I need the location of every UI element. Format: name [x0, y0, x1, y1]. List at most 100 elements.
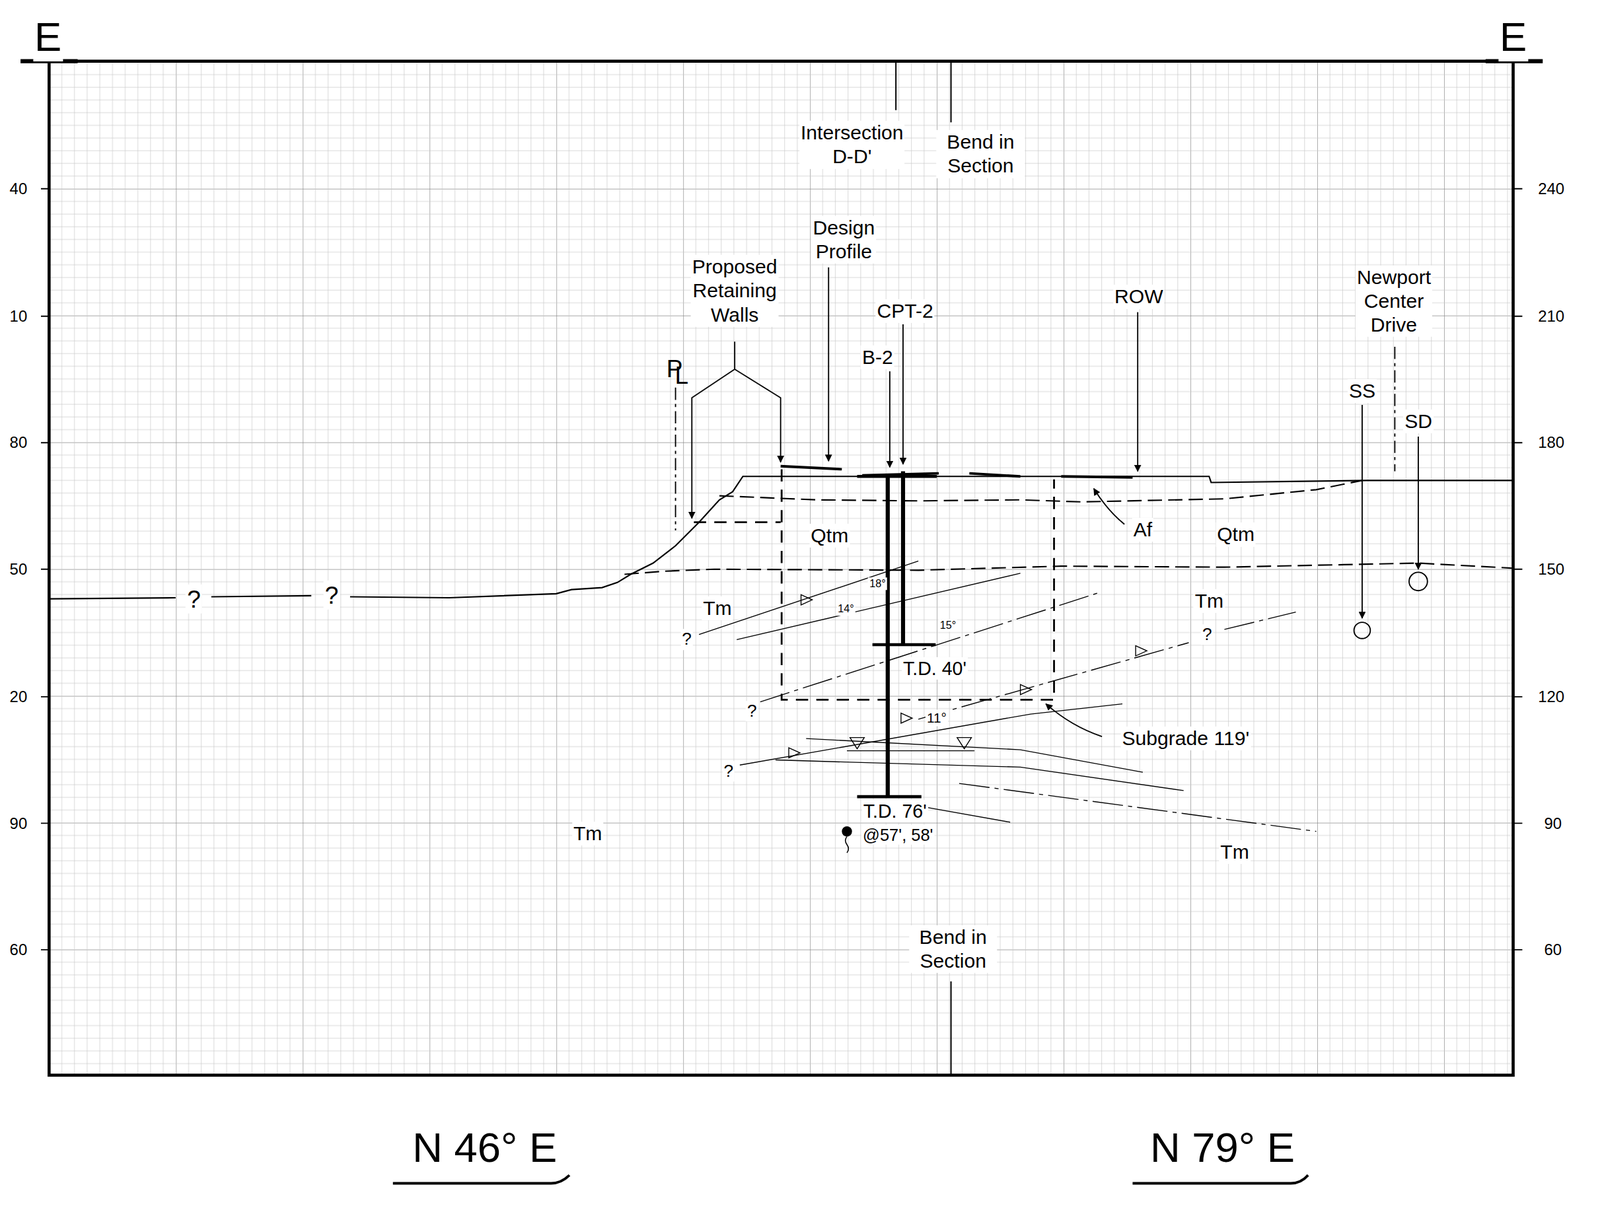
bearing-underlines — [393, 1175, 1309, 1184]
elevation-number: 10 — [8, 306, 30, 326]
utility-label: SS — [1347, 379, 1377, 403]
subgrade-label: Subgrade 119' — [1121, 726, 1252, 751]
property-line-symbol: L — [673, 360, 691, 390]
drawing-stroke — [698, 560, 919, 635]
drawing-stroke — [801, 594, 813, 605]
dip-angle: 11° — [925, 710, 948, 727]
dip-angle: 14° — [836, 602, 856, 616]
unit-label: Qtm — [809, 523, 850, 548]
drawing-stroke — [393, 1175, 570, 1184]
drawing-stroke — [734, 369, 781, 463]
intersection-label: Intersection D-D' — [799, 120, 906, 169]
elevation-number: 50 — [8, 560, 30, 580]
elevation-number: 210 — [1536, 306, 1566, 326]
profile-label: Design Profile — [811, 216, 877, 264]
grid — [48, 61, 1513, 1076]
query-mark: ? — [1200, 624, 1214, 646]
drawing-stroke — [48, 61, 1513, 1076]
street-label: Newport Center Drive — [1355, 264, 1433, 337]
elevation-number: 20 — [8, 687, 30, 707]
drawing-stroke — [918, 612, 1296, 720]
drawing-stroke — [736, 573, 1020, 640]
elevation-number: 60 — [8, 940, 30, 960]
drawing-stroke — [48, 61, 1513, 1076]
drawing-stroke — [856, 476, 937, 797]
query-mark: ? — [745, 700, 759, 723]
unit-label: Af — [1132, 517, 1154, 542]
drawing-stroke — [957, 737, 972, 750]
unit-label: Tm — [1218, 840, 1250, 865]
query-mark: ? — [185, 583, 203, 614]
drawing-stroke — [902, 324, 904, 465]
drawing-stroke — [959, 783, 1317, 832]
drawing-stroke — [691, 341, 735, 518]
drawing-stroke — [1393, 346, 1396, 472]
drawing-stroke — [719, 480, 1363, 502]
elevation-number: 150 — [1536, 560, 1566, 580]
dip-angle: 15° — [938, 618, 958, 632]
boring-label: B-2 — [860, 345, 895, 370]
drawing-stroke — [1417, 436, 1419, 570]
drawing-stroke — [788, 747, 800, 758]
unit-label: Tm — [1193, 589, 1225, 614]
query-mark: ? — [323, 580, 341, 610]
drawing-stroke — [675, 387, 677, 531]
seepage-depth: @57', 58' — [861, 824, 935, 845]
elevation-number: 90 — [1543, 813, 1564, 834]
borings — [856, 471, 937, 798]
drawing-stroke — [1354, 622, 1371, 639]
drawing-stroke — [1135, 646, 1147, 656]
drawing-stroke — [846, 750, 975, 752]
drawing-stroke — [887, 471, 904, 798]
utility-label: SD — [1403, 409, 1434, 434]
geologic-contacts — [624, 480, 1513, 575]
frame — [20, 61, 1543, 1076]
elevation-number: 90 — [8, 813, 30, 834]
drawing-stroke — [1020, 684, 1032, 695]
drawing-stroke — [624, 563, 1513, 575]
query-mark: ? — [722, 761, 736, 783]
drawing-stroke — [827, 267, 830, 462]
bearing-label: N 46° E — [410, 1123, 559, 1174]
dip-angle: 18° — [868, 577, 888, 590]
bedding-lines — [698, 560, 1316, 832]
bend-label: Bend in Section — [909, 924, 998, 973]
unit-label: Tm — [572, 821, 604, 846]
drawing-stroke — [1045, 704, 1102, 737]
drawing-stroke — [889, 371, 891, 468]
query-mark: ? — [680, 629, 693, 651]
wall-label: Proposed Retaining Walls — [690, 254, 779, 327]
elevation-number: 60 — [1543, 940, 1564, 960]
drawing-stroke — [1132, 1175, 1309, 1184]
row-label: ROW — [1113, 284, 1165, 309]
depth-label: T.D. 40' — [901, 657, 968, 680]
drawing-stroke — [1136, 312, 1139, 472]
drawing-stroke — [841, 826, 852, 837]
drawing-stroke — [1409, 572, 1428, 591]
seepage-symbol — [841, 826, 852, 853]
leader-lines — [691, 267, 1428, 737]
elevation-number: 40 — [8, 179, 30, 199]
drawing-stroke — [901, 713, 913, 724]
depth-label: T.D. 76' — [862, 800, 929, 823]
drawing-stroke — [805, 738, 1143, 773]
elevation-number: 180 — [1536, 433, 1566, 453]
bearing-label: N 79° E — [1148, 1123, 1297, 1174]
unit-label: Tm — [701, 596, 733, 621]
drawing-stroke — [780, 466, 1133, 478]
drawing-stroke — [845, 836, 849, 853]
bend-label: Bend in Section — [936, 130, 1026, 178]
drawing-stroke — [760, 591, 1102, 703]
drawing-stroke — [20, 59, 1543, 64]
boring-label: CPT-2 — [875, 299, 935, 324]
unit-label: Qtm — [1215, 522, 1256, 547]
elevation-number: 120 — [1536, 687, 1566, 707]
drawing-stroke — [40, 188, 1523, 950]
drawing-stroke — [739, 704, 1123, 766]
section-marker: E — [1498, 12, 1528, 62]
elevation-number: 240 — [1536, 179, 1566, 199]
drawing-stroke — [850, 737, 865, 750]
